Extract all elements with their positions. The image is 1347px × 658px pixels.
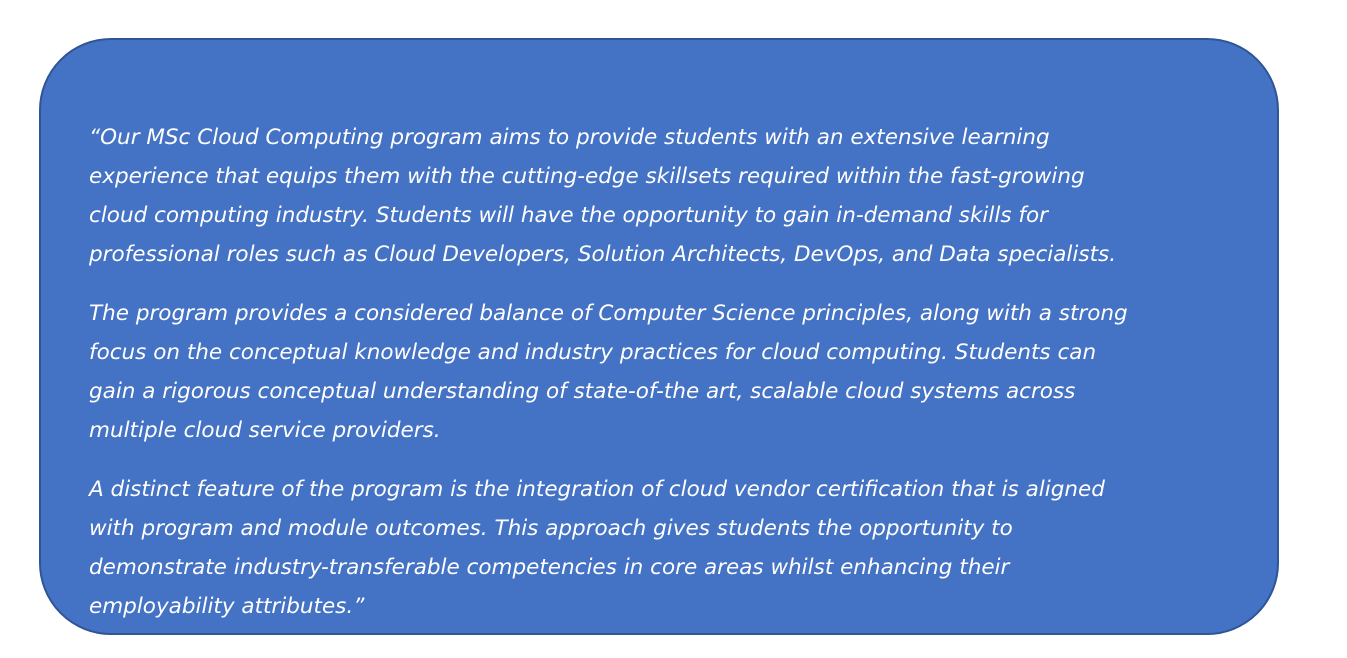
- quote-line: with program and module outcomes. This a…: [89, 516, 1013, 541]
- quote-line: cloud computing industry. Students will …: [89, 203, 1048, 228]
- quote-line: gain a rigorous conceptual understanding…: [89, 379, 1076, 404]
- quote-line: demonstrate industry-transferable compet…: [89, 555, 1010, 580]
- quote-line: The program provides a considered balanc…: [89, 301, 1128, 326]
- quote-line: “Our MSc Cloud Computing program aims to…: [89, 125, 1050, 150]
- quote-line: employability attributes.”: [89, 594, 365, 619]
- quote-line: professional roles such as Cloud Develop…: [89, 242, 1117, 267]
- quote-paragraph-1: “Our MSc Cloud Computing program aims to…: [89, 118, 1217, 274]
- quote-paragraph-2: The program provides a considered balanc…: [89, 294, 1217, 450]
- quote-paragraph-3: A distinct feature of the program is the…: [89, 470, 1217, 626]
- quote-line: multiple cloud service providers.: [89, 418, 441, 443]
- quote-line: focus on the conceptual knowledge and in…: [89, 340, 1097, 365]
- quote-box: “Our MSc Cloud Computing program aims to…: [39, 38, 1279, 635]
- quote-line: A distinct feature of the program is the…: [89, 477, 1105, 502]
- quote-line: experience that equips them with the cut…: [89, 164, 1085, 189]
- quote-text: “Our MSc Cloud Computing program aims to…: [89, 118, 1217, 626]
